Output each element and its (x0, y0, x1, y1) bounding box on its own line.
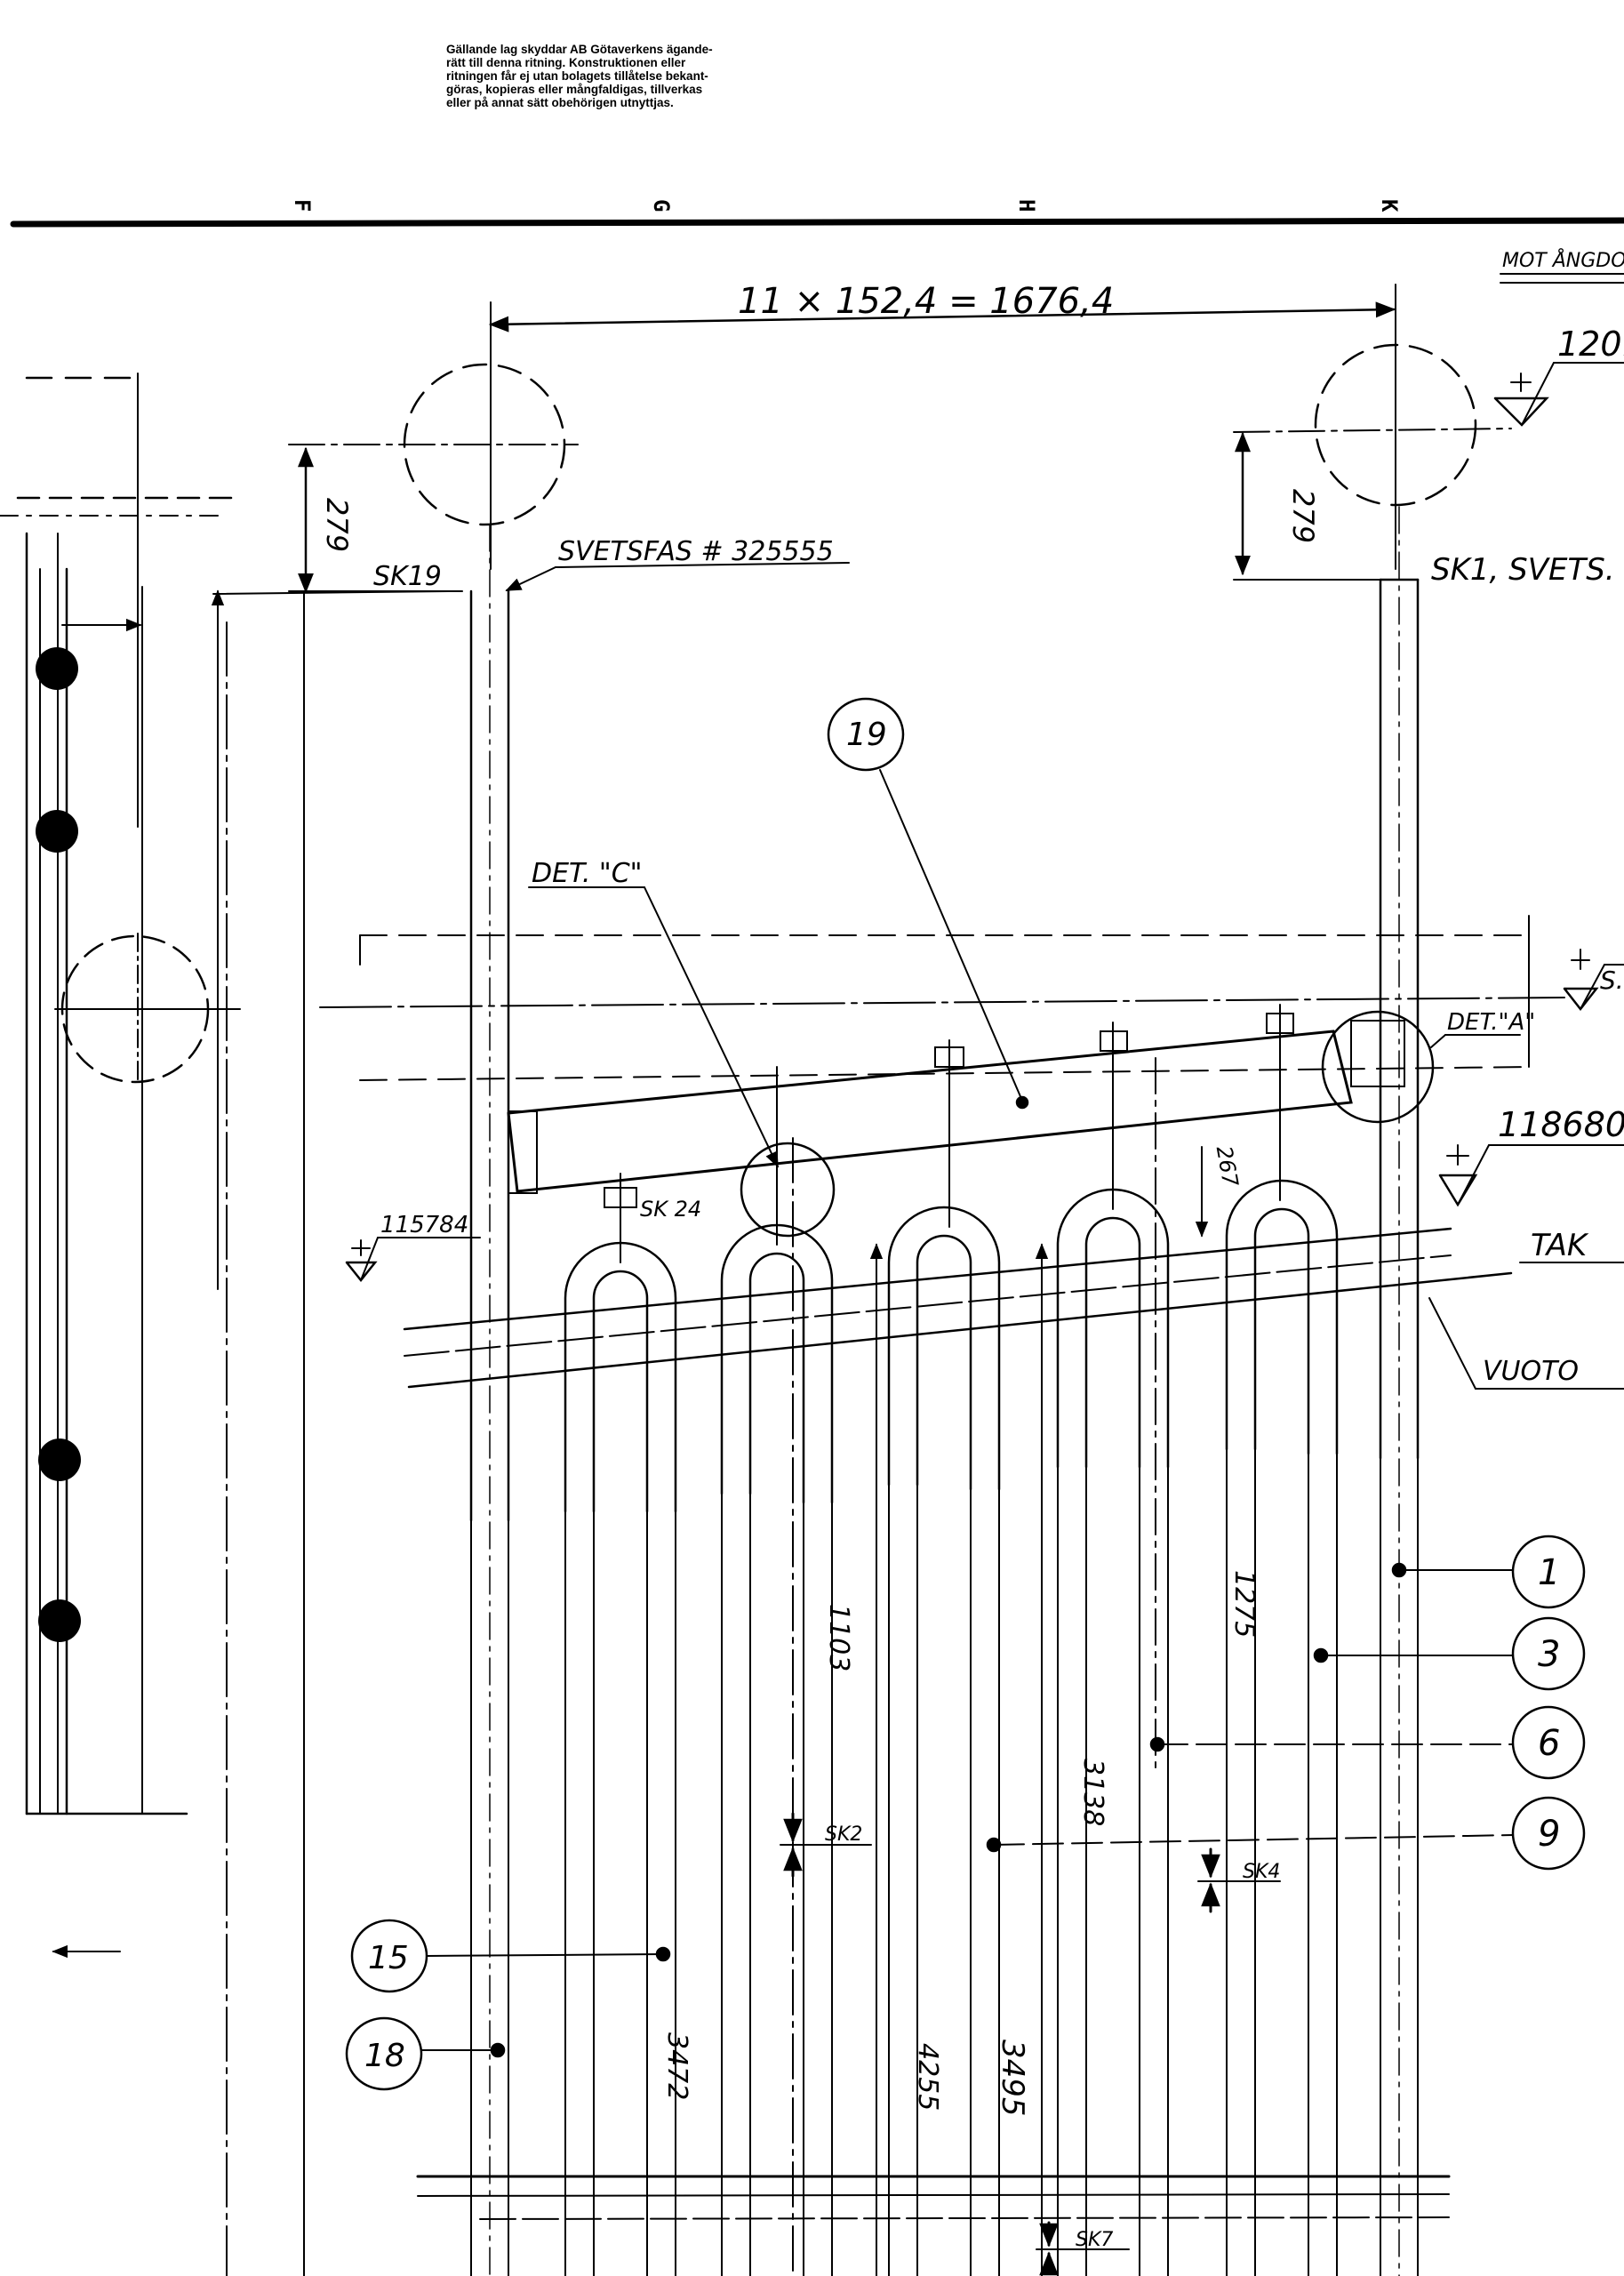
item-balloon-6: 6 (1149, 1705, 1586, 1780)
balloon-15-label: 15 (368, 1940, 409, 1976)
grid-label-k: K (1377, 199, 1402, 212)
dim-3495-label: 3495 (995, 2040, 1030, 2117)
left-dot (38, 1599, 81, 1642)
balloon-6-label: 6 (1538, 1723, 1560, 1764)
copyright-line: eller på annat sätt obehörigen utnyttjas… (446, 96, 674, 109)
copyright-notice: Gällande lag skyddar AB Götaverkens ägan… (446, 43, 889, 109)
elevation-mark-top: 120. (1493, 325, 1624, 427)
sk2-marker: SK2 (780, 1812, 872, 1878)
copyright-line: göras, kopieras eller mångfaldigas, till… (446, 83, 703, 96)
balloon-18-label: 18 (364, 2038, 405, 2074)
elevation-top-label: 120. (1557, 325, 1624, 364)
grid-label-h: H (1014, 199, 1039, 212)
pitch-dimension-text: 11 × 152,4 = 1676,4 (738, 281, 1114, 322)
balloon-19-label: 19 (846, 717, 887, 753)
detail-c-circle (740, 1142, 836, 1238)
sk1-label: SK1, SVETS. (1431, 552, 1615, 588)
u-bend-tube (1056, 1022, 1170, 1469)
dim-3472-label: 3472 (661, 2032, 692, 2100)
sk7-label: SK7 (1076, 2229, 1113, 2251)
offset-dimension-right: 279 (1233, 431, 1388, 581)
detail-a-circle (1321, 1010, 1435, 1124)
sk4-label: SK4 (1243, 1861, 1280, 1883)
dim-4255-label: 4255 (912, 2043, 943, 2111)
copyright-line: ritningen får ej utan bolagets tillåtels… (446, 69, 708, 83)
balloon-1-label: 1 (1538, 1552, 1560, 1593)
tak-label: TAK (1531, 1228, 1589, 1263)
copyright-line: Gällande lag skyddar AB Götaverkens ägan… (446, 43, 713, 56)
elevation-mark-left: 115784 (345, 1212, 481, 1283)
item-balloon-3: 3 (1313, 1616, 1586, 1691)
dim-267-label: 267 (1212, 1144, 1244, 1190)
elevation-left-label: 115784 (380, 1212, 468, 1238)
elevation-mid-label: 118680. (1498, 1105, 1624, 1144)
pitch-dimension: 11 × 152,4 = 1676,4 (488, 281, 1396, 570)
balloon-3-label: 3 (1538, 1634, 1560, 1675)
sk19-label: SK19 (373, 561, 442, 592)
header-outline-lines (319, 915, 1565, 1081)
u-bend-tube (1225, 1004, 1339, 1455)
item-balloon-19: 19 (827, 697, 1023, 1102)
grid-axis-labels: F G H K (290, 199, 1402, 212)
elevation-mark-mid: 118680. (1438, 1105, 1624, 1207)
detail-c-label: DET. "C" (532, 858, 642, 889)
svetsfas-label: SVETSFAS # 325555 (558, 536, 834, 567)
u-bend-tube (887, 1039, 1001, 1491)
elevation-right-partial-label: S. (1600, 966, 1624, 995)
copyright-line: rätt till denna ritning. Konstruktionen … (446, 56, 686, 69)
mot-angdom-label: MOT ÅNGDOM (1502, 248, 1624, 272)
bottom-header (416, 2175, 1451, 2220)
item-balloon-15: 15 (350, 1919, 671, 1993)
balloon-9-label: 9 (1538, 1814, 1560, 1855)
straight-tube-left (469, 524, 510, 2276)
vuoto-label: VUOTO (1483, 1356, 1579, 1387)
sk24-label: SK 24 (640, 1197, 701, 1222)
u-bend-tube (720, 1066, 836, 1504)
item-balloon-1: 1 (1391, 1535, 1586, 1609)
left-dot (36, 647, 78, 690)
sk4-marker: SK4 (1197, 1847, 1281, 1913)
roof-lines (403, 1227, 1513, 1389)
u-bend-tube (564, 1173, 677, 1513)
collector-beam (507, 1010, 1435, 1194)
left-dot (38, 1439, 81, 1481)
left-dot (36, 810, 78, 853)
dim-1103-label: 1103 (823, 1604, 854, 1671)
mot-angdom-note: MOT ÅNGDOM (1500, 248, 1624, 284)
dim-1275-label: 1275 (1228, 1570, 1260, 1638)
offset-left-label: 279 (320, 498, 354, 552)
left-side-tubes (0, 373, 305, 2276)
grid-label-g: G (649, 199, 674, 212)
offset-right-label: 279 (1286, 489, 1320, 543)
item-balloon-9: 9 (986, 1796, 1586, 1871)
straight-tube-right (1379, 506, 1420, 2276)
sk2-label: SK2 (825, 1823, 862, 1846)
elevation-mark-right-partial: S. (1563, 949, 1624, 1012)
dim-3138-label: 3138 (1077, 1759, 1108, 1826)
sk7-marker: SK7 (1036, 2221, 1130, 2276)
grid-label-f: F (290, 199, 315, 212)
header-stub-right (1314, 343, 1477, 507)
top-frame-line (10, 217, 1624, 228)
detail-a-label: DET."A" (1447, 1009, 1535, 1036)
lower-tube-lines (470, 1448, 1419, 2276)
item-balloon-18: 18 (345, 2016, 506, 2091)
